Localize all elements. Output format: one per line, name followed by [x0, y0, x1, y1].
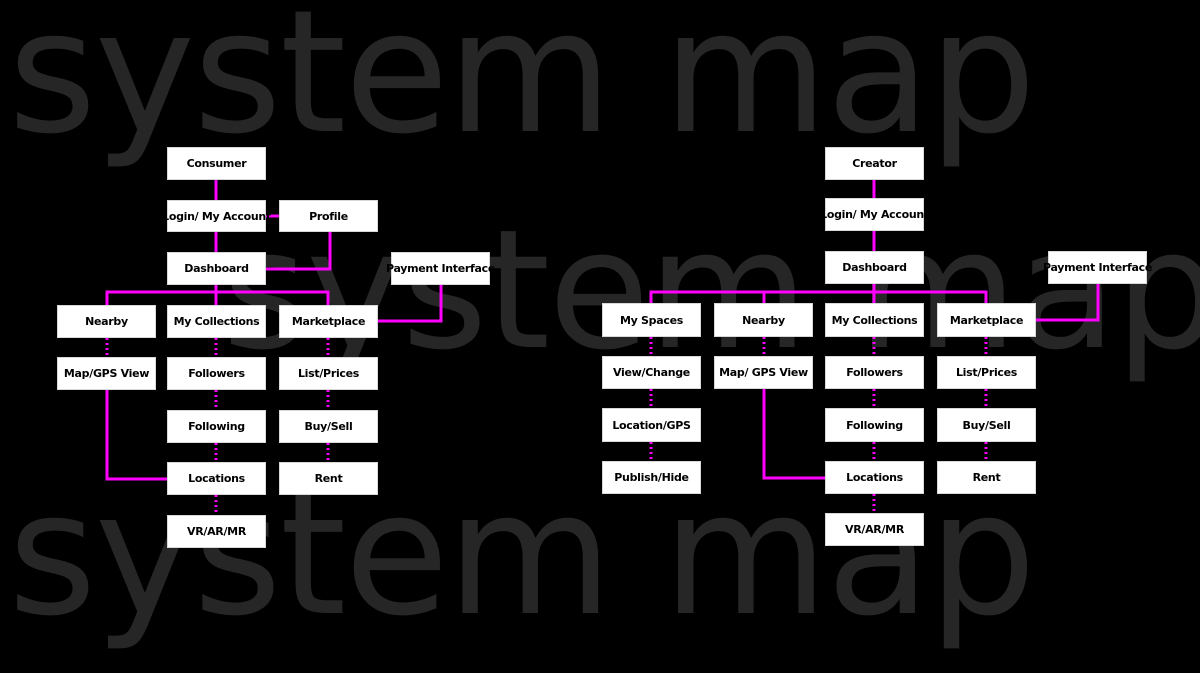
- node-consumer-marketplace: Marketplace: [279, 305, 378, 338]
- connector: [1034, 282, 1100, 322]
- connector: [762, 387, 827, 480]
- node-creator-view-change: View/Change: [602, 356, 701, 389]
- node-creator: Creator: [825, 147, 924, 180]
- connector: [105, 388, 169, 481]
- node-creator-map-gps-view: Map/ GPS View: [714, 356, 813, 389]
- node-consumer-buy-sell: Buy/Sell: [279, 410, 378, 443]
- node-creator-buy-sell: Buy/Sell: [937, 408, 1036, 442]
- connector: [376, 283, 443, 323]
- node-consumer-profile: Profile: [279, 200, 378, 232]
- node-creator-followers: Followers: [825, 356, 924, 389]
- node-consumer-locations: Locations: [167, 462, 266, 495]
- node-consumer: Consumer: [167, 147, 266, 180]
- node-creator-my-collections: My Collections: [825, 303, 924, 337]
- node-creator-location-gps: Location/GPS: [602, 408, 701, 442]
- node-creator-list-prices: List/Prices: [937, 356, 1036, 389]
- node-creator-vr-ar-mr: VR/AR/MR: [825, 513, 924, 546]
- node-consumer-my-collections: My Collections: [167, 305, 266, 338]
- node-consumer-rent: Rent: [279, 462, 378, 495]
- node-consumer-followers: Followers: [167, 357, 266, 390]
- node-creator-publish-hide: Publish/Hide: [602, 461, 701, 494]
- node-consumer-login: Login/ My Account: [162, 200, 271, 232]
- node-consumer-following: Following: [167, 410, 266, 443]
- connector: [264, 230, 332, 271]
- node-creator-nearby: Nearby: [714, 303, 813, 337]
- node-creator-marketplace: Marketplace: [937, 303, 1036, 337]
- node-consumer-dashboard: Dashboard: [167, 252, 266, 285]
- node-creator-rent: Rent: [937, 461, 1036, 494]
- node-creator-following: Following: [825, 408, 924, 442]
- node-consumer-map-gps-view: Map/GPS View: [57, 357, 156, 390]
- node-consumer-vr-ar-mr: VR/AR/MR: [167, 515, 266, 548]
- node-consumer-payment-interface: Payment Interface: [386, 252, 495, 285]
- node-creator-my-spaces: My Spaces: [602, 303, 701, 337]
- node-consumer-list-prices: List/Prices: [279, 357, 378, 390]
- node-creator-payment-interface: Payment Interface: [1043, 251, 1152, 284]
- node-creator-locations: Locations: [825, 461, 924, 494]
- node-creator-login: Login/ My Account: [820, 198, 929, 231]
- node-consumer-nearby: Nearby: [57, 305, 156, 338]
- node-creator-dashboard: Dashboard: [825, 251, 924, 284]
